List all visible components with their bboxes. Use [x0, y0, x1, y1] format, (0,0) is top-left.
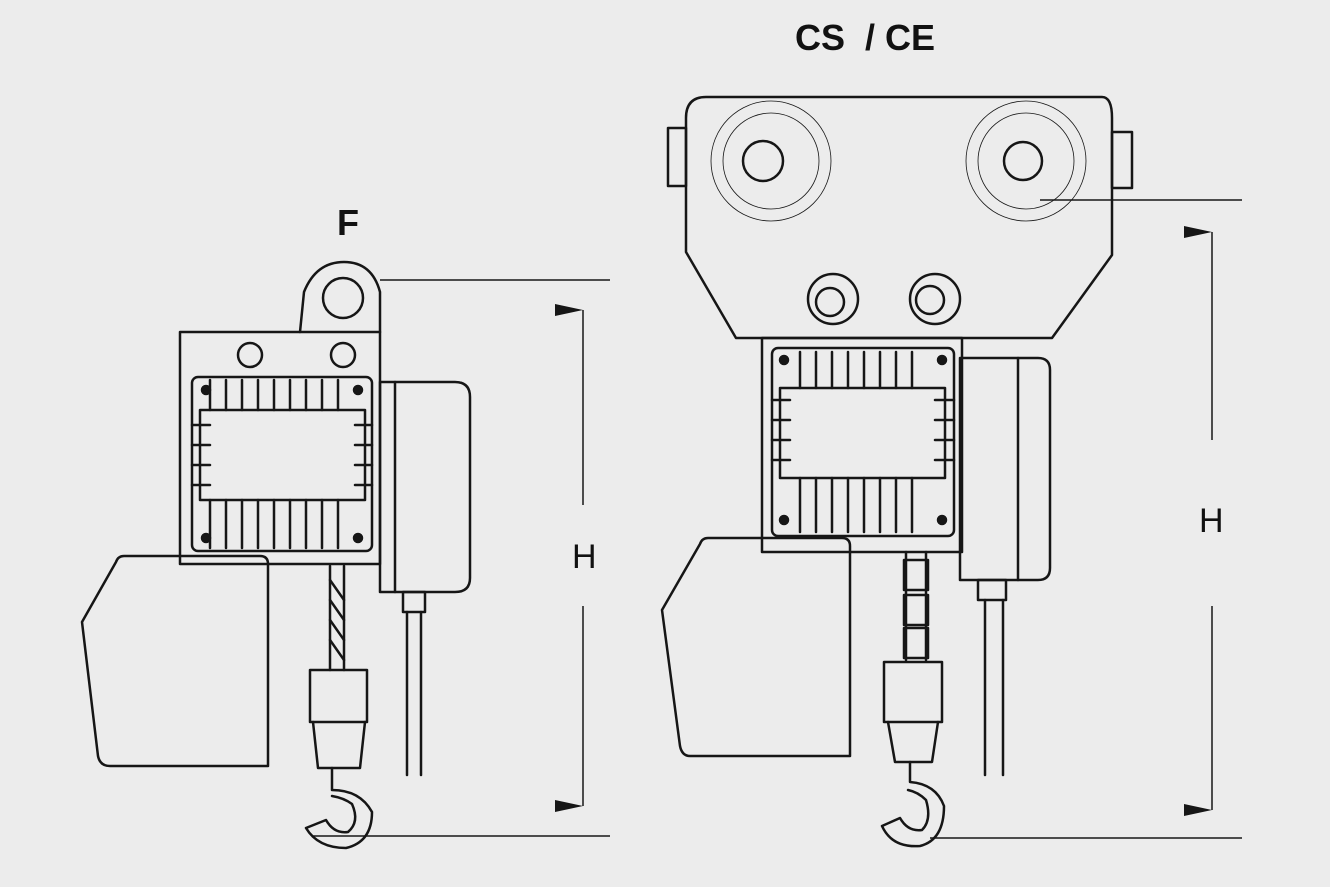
motor-fins — [772, 348, 954, 536]
suspension-eye — [300, 262, 380, 332]
gearbox-housing — [762, 338, 962, 552]
title-cs-ce: CS / CE — [795, 17, 936, 58]
dimension-h-left — [312, 280, 610, 836]
hoist-f — [82, 262, 470, 848]
hoist-cs-ce — [662, 97, 1132, 846]
load-chain — [904, 552, 928, 660]
chain-container — [662, 538, 850, 756]
dimension-label-h-right: H — [1199, 502, 1224, 540]
motor-fins — [192, 377, 372, 551]
dimension-label-h-left: H — [572, 538, 597, 576]
title-f: F — [337, 202, 359, 243]
hook-block — [310, 670, 367, 768]
dimension-h-right — [930, 200, 1242, 838]
control-box — [960, 358, 1050, 775]
trolley-frame — [668, 97, 1132, 338]
hook — [306, 768, 372, 848]
load-chain — [330, 566, 344, 670]
control-box — [380, 382, 470, 775]
chain-container — [82, 556, 268, 766]
trolley-wheels — [711, 101, 1086, 221]
trolley-bolts — [808, 274, 960, 324]
hook — [882, 762, 944, 846]
hook-block — [884, 662, 942, 762]
